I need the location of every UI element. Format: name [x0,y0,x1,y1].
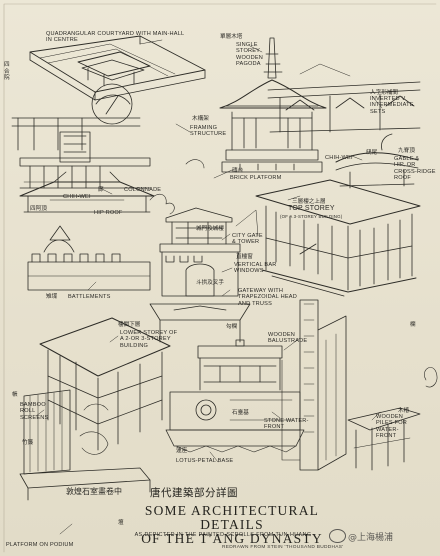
label-gable-hip-roof: GABLE & HIP, OR CROSS-RIDGE ROOF [394,156,436,182]
label-cn-balustrade: 勾欄 [226,324,238,330]
label-courtyard: QUADRANGULAR COURTYARD WITH MAIN-HALL IN… [46,31,185,44]
bamboo-screens-sketch [19,389,151,501]
label-cn-gable: 九脊頂 [398,148,415,154]
label-battlements: BATTLEMENTS [68,294,111,300]
title-english-line2: OF THE T'ANG DYNASTY [141,531,323,546]
label-hip-roof: HIP ROOF [94,210,123,216]
label-cn-chih-wei: 鴟尾 [366,150,378,156]
foliage-sketch [149,159,438,388]
label-lotus-petal-base: LOTUS-PETAL BASE [176,458,234,464]
label-cn-stone-waterfront: 石臺基 [232,410,249,416]
balustrade-sketch [165,339,305,453]
waterfront-sketch [281,299,421,471]
label-stone-waterfront: STONE WATER- FRONT [264,418,309,431]
hip-roof-sketch [19,171,155,213]
label-platform-podium: PLATFORM ON PODIUM [6,542,74,548]
label-vertical-bar-windows: VERTICAL BAR WINDOWS [234,262,277,275]
title-english-line1: SOME ARCHITECTURAL DETAILS [144,503,320,532]
label-top-storey-sub: (OF A 3-STOREY BUILDING) [280,214,343,219]
inverted-v-sketch [267,63,421,133]
pagoda-sketch [219,37,327,173]
label-cn-left-screen: 帳 [12,392,18,398]
label-gateway: GATEWAY WITH TRAPEZOIDAL HEAD AND TRUSS [238,288,297,307]
label-wooden-balustrade: WOODEN BALUSTRADE [268,332,308,345]
top-storey-sketch [255,179,421,297]
battlements-sketch [27,225,151,291]
label-cn-city-gate: 城門及城樓 [196,226,224,232]
watermark: @上海楊浦 [348,533,394,543]
label-colonnade: COLONNADE [124,187,162,193]
label-cn-ying-shi: 壇 [118,520,124,526]
label-cn-bamboo: 竹簾 [22,440,34,446]
label-cn-single-storey: 單層木塔 [220,34,243,40]
label-brick-platform: BRICK PLATFORM [230,175,282,181]
subtitle-source: AS DEPICTED IN THE PAINTED SCROLLS FROM … [134,532,312,538]
label-cn-hip-roof: 四阿頂 [30,206,47,212]
label-cn-top-storey: 三層樓之上層 [292,199,326,205]
label-cn-yu: 欄 [410,322,416,328]
label-cn-colonnade: 廊 [98,187,104,193]
label-inverted-v-sets: INVERTED V INTERMEDIATE SETS [370,96,414,115]
leader-lines [35,39,383,535]
title-chinese: 唐代建築部分詳圖 [150,487,238,499]
label-chih-wei-right: CHIH-WEI [325,155,353,161]
label-cn-gateway: 斗拱及叉手 [196,280,224,286]
gateway-sketch [149,303,251,343]
label-cn-vertical-bar: 直欞窗 [236,254,253,260]
label-single-storey-pagoda: SINGLE STOREY WOODEN PAGODA [236,42,263,68]
city-gate-sketch [159,207,259,297]
label-wooden-piles: WOODEN PILES FOR WATER- FRONT [376,414,408,440]
label-cn-courtyard: 四合院 [4,62,10,82]
title-english: SOME ARCHITECTURAL DETAILS OF THE T'ANG … [132,504,332,546]
label-bamboo-screens: BAMBOO ROLL SCREENS [20,402,49,421]
label-chih-wei-left: CHIH-WEI [63,194,91,200]
subtitle-redrawn: REDRAWN FROM STEIN 'THOUSAND BUDDHAS' [222,545,344,550]
gable-roof-sketch [335,133,419,189]
lower-storey-sketch [39,317,171,451]
label-city-gate: CITY GATE & TOWER [232,233,263,246]
label-framing-structure: FRAMING STRUCTURE [190,125,227,138]
label-cn-wooden-piles: 木樁 [398,408,410,414]
watermark-logo-icon [329,529,346,543]
label-cn-battlements: 雉堞 [46,294,58,300]
label-lower-storey: LOWER STOREY OF A 2-OR 3-STOREY BUILDING [120,330,178,349]
label-cn-inverted-v: 人字形補間 [370,90,398,96]
label-top-storey: TOP STOREY [288,205,335,212]
courtyard-sketch [11,35,206,189]
label-cn-lotus-base: 蓮座 [176,448,188,454]
label-cn-lower-storey: 樓閣下層 [118,322,141,328]
title-chinese-lead: 敦煌石室畫卷中 [66,487,122,496]
label-cn-framing: 木構架 [192,116,209,122]
label-cn-brick-platform: 磚台 [232,168,244,174]
